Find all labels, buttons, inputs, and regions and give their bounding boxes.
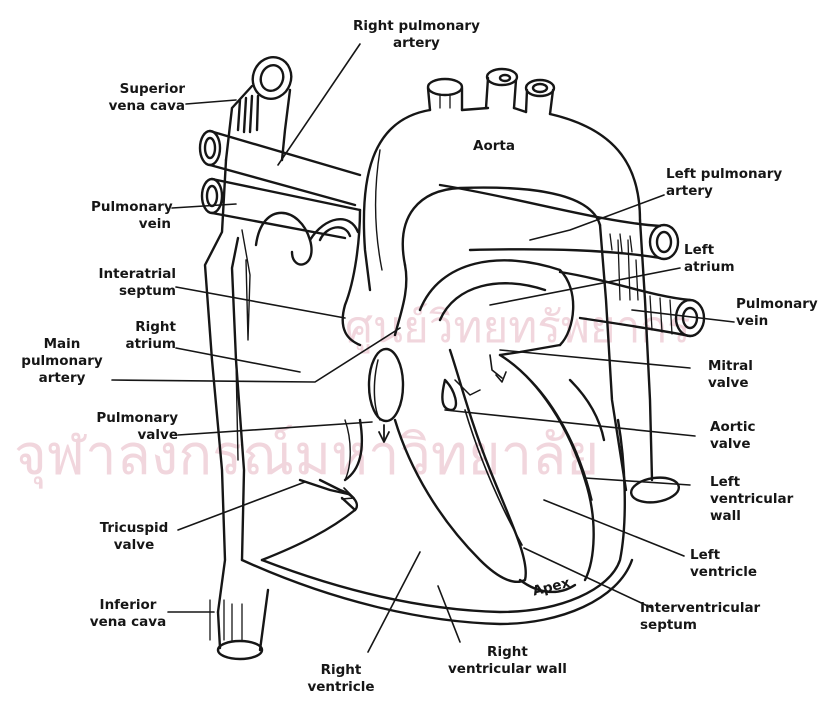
superior-vena-cava-shape	[226, 52, 297, 160]
label-pulmonary-valve: Pulmonary valve	[86, 410, 178, 444]
label-right-pulmonary-artery: Right pulmonary artery	[353, 18, 480, 52]
aorta-shape	[364, 69, 681, 505]
label-left-ventricle: Left ventricle	[690, 547, 757, 581]
label-pulmonary-vein-left-side: Pulmonary vein	[91, 199, 171, 233]
label-aortic-valve: Aortic valve	[710, 419, 755, 453]
label-right-atrium: Right atrium	[118, 319, 176, 353]
pulmonary-vein-right-shape	[560, 272, 704, 336]
label-main-pulmonary-artery: Main pulmonary artery	[12, 336, 112, 387]
label-inferior-vena-cava: Inferior vena cava	[86, 597, 170, 631]
label-left-ventricular-wall: Left ventricular wall	[710, 474, 793, 525]
label-aorta: Aorta	[473, 138, 515, 155]
label-tricuspid-valve: Tricuspid valve	[92, 520, 176, 554]
leader-lines	[112, 44, 734, 652]
label-pulmonary-vein-right-side: Pulmonary vein	[736, 296, 818, 330]
label-left-atrium: Left atrium	[684, 242, 735, 276]
label-right-ventricular-wall: Right ventricular wall	[448, 644, 567, 678]
label-interventricular-septum: Interventricular septum	[640, 600, 760, 634]
pulmonary-trunk-shape	[343, 210, 407, 442]
label-superior-vena-cava: Superior vena cava	[101, 81, 185, 115]
label-mitral-valve: Mitral valve	[708, 358, 753, 392]
label-interatrial-septum: Interatrial septum	[89, 266, 176, 300]
ventricles-shape	[242, 350, 632, 624]
left-atrium-shape	[420, 260, 573, 355]
label-left-pulmonary-artery: Left pulmonary artery	[666, 166, 782, 200]
label-right-ventricle: Right ventricle	[306, 662, 376, 696]
